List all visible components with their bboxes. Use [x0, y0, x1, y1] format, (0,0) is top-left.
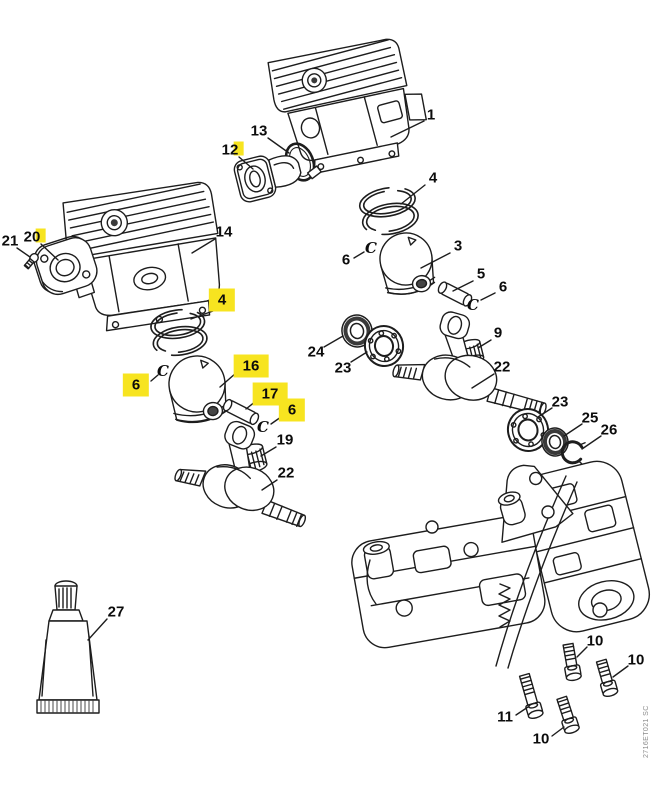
- circlip-symbol-2: C: [365, 239, 377, 257]
- crankcase-drawing: [351, 460, 650, 669]
- part-label-9-21: 9: [493, 324, 503, 342]
- part-label-10-26: 10: [586, 632, 604, 650]
- crankshaft-22-left-drawing: [174, 420, 307, 528]
- part-label-22-22: 22: [493, 358, 511, 376]
- crankshaft-22-right-drawing: [392, 311, 547, 416]
- part-label-23-23: 23: [551, 393, 569, 411]
- highlight-fleck: [233, 141, 244, 156]
- sealant-tube-27-drawing: [36, 580, 100, 714]
- screw-10-right-drawing: [595, 658, 619, 698]
- highlighted-part-label-6-7: 6: [122, 373, 150, 397]
- manifold-12-drawing: [233, 155, 302, 203]
- piston-pin-17-drawing: [222, 398, 260, 426]
- part-label-22-12: 22: [277, 464, 295, 482]
- part-label-10-29: 10: [532, 730, 550, 748]
- highlighted-part-label-6-10: 6: [278, 398, 306, 422]
- piston-3-drawing: [379, 232, 436, 295]
- part-label-23-20: 23: [334, 359, 352, 377]
- piston-pin-5-drawing: [437, 281, 473, 307]
- circlip-symbol-3: C: [467, 296, 479, 314]
- part-label-3-16: 3: [453, 237, 463, 255]
- highlighted-part-label-17-9: 17: [252, 382, 288, 406]
- piston-rings-4-right-drawing: [358, 186, 419, 236]
- part-label-5-17: 5: [476, 265, 486, 283]
- highlighted-part-label-4-6: 4: [208, 288, 236, 312]
- cylinder-assembly-1-drawing: [267, 38, 427, 175]
- part-label-13-1: 13: [250, 122, 268, 140]
- oil-seal-24-drawing: [341, 314, 373, 348]
- screw-11-drawing: [518, 672, 544, 719]
- part-label-24-19: 24: [307, 343, 325, 361]
- part-label-10-27: 10: [627, 651, 645, 669]
- cylinder-14-drawing: [62, 181, 221, 332]
- part-label-25-24: 25: [581, 409, 599, 427]
- part-label-19-11: 19: [276, 431, 294, 449]
- part-label-27-13: 27: [107, 603, 125, 621]
- part-label-12-2: 12: [222, 141, 244, 158]
- part-label-4-14: 4: [428, 169, 438, 187]
- ball-bearing-23-right-drawing: [506, 408, 550, 452]
- snap-ring-26-drawing: [560, 440, 586, 465]
- screw-10-bottom-drawing: [556, 695, 580, 734]
- part-label-6-15: 6: [341, 251, 351, 269]
- highlighted-part-label-16-8: 16: [233, 354, 269, 378]
- circlip-symbol-0: C: [157, 362, 169, 380]
- part-label-26-25: 26: [600, 421, 618, 439]
- part-label-20-5: 20: [24, 228, 46, 245]
- screw-10-top-drawing: [562, 642, 582, 682]
- part-label-21-4: 21: [1, 232, 19, 250]
- ball-bearing-23-left-drawing: [363, 325, 405, 367]
- part-label-11-28: 11: [497, 708, 513, 726]
- circlip-symbol-1: C: [257, 418, 269, 436]
- part-label-1-0: 1: [426, 106, 436, 124]
- screw-21-drawing: [23, 252, 39, 270]
- part-label-6-18: 6: [498, 278, 508, 296]
- piston-16-drawing: [168, 355, 228, 424]
- part-label-14-3: 14: [215, 223, 233, 241]
- highlight-fleck: [35, 228, 46, 243]
- leader-lines: [16, 120, 629, 737]
- piston-rings-4-left-drawing: [150, 308, 208, 357]
